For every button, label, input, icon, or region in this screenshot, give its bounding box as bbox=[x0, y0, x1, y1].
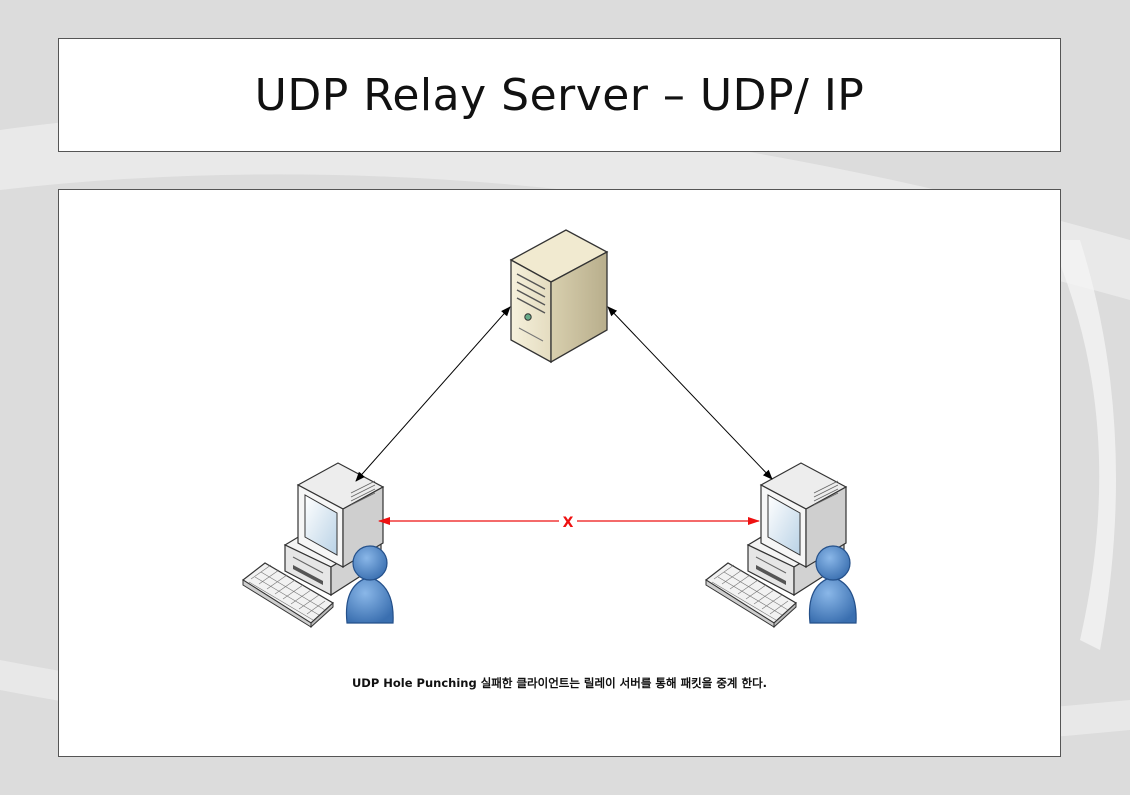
relay-link-left bbox=[355, 306, 511, 482]
slide-title: UDP Relay Server – UDP/ IP bbox=[254, 69, 865, 121]
relay-server-icon bbox=[509, 229, 609, 364]
diagram-panel: X UDP Hole Punching 실패한 클라이언트는 릴레이 서버를 통… bbox=[58, 189, 1061, 757]
client-right-icon bbox=[705, 462, 857, 628]
client-left-icon bbox=[242, 462, 394, 628]
failed-link-label-bg bbox=[559, 512, 577, 530]
relay-link-right bbox=[607, 306, 773, 480]
diagram-caption: UDP Hole Punching 실패한 클라이언트는 릴레이 서버를 통해 … bbox=[351, 676, 768, 690]
network-diagram: X bbox=[242, 229, 857, 628]
title-box: UDP Relay Server – UDP/ IP bbox=[58, 38, 1061, 152]
failed-link-label: X bbox=[563, 515, 574, 531]
